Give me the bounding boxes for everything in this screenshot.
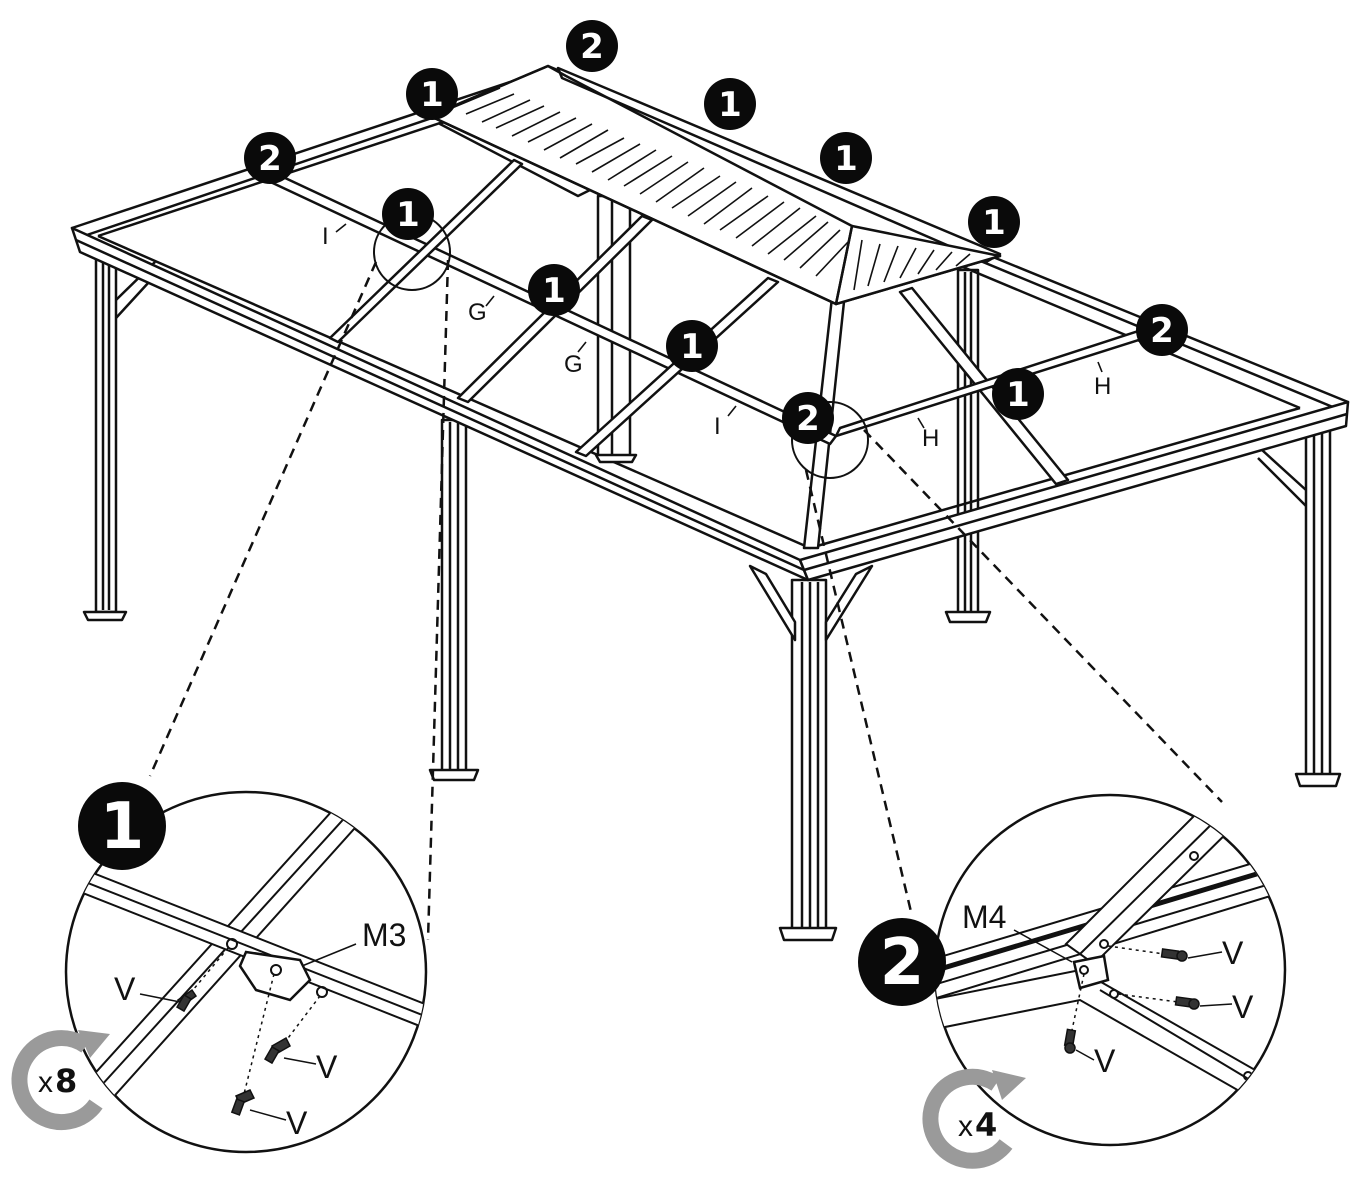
svg-text:1: 1 [982, 203, 1006, 243]
detail-1-zoom: M3 V V V 1 x8 [11, 782, 428, 1154]
screw-icon [1063, 948, 1200, 1054]
detail-marker-2 [791, 401, 869, 479]
detail-2-screw-label-a: V [1222, 935, 1244, 971]
svg-text:2: 2 [258, 139, 282, 179]
screw-icon [176, 988, 291, 1116]
svg-text:2: 2 [580, 27, 604, 67]
badge-1-top-c: 1 [968, 196, 1020, 248]
leader-lines [148, 259, 1223, 941]
detail-2-screw-label-c: V [1094, 1043, 1116, 1079]
svg-text:2: 2 [796, 399, 820, 439]
badge-1-top-b: 1 [820, 132, 872, 184]
svg-text:1: 1 [834, 139, 858, 179]
detail-2-screw-label-b: V [1232, 989, 1254, 1025]
detail-1-count: x8 [38, 1062, 77, 1100]
svg-text:1: 1 [718, 85, 742, 125]
post-back-right [944, 268, 992, 624]
detail-1-part-label: M3 [362, 917, 406, 953]
badge-1-top-left: 1 [406, 68, 458, 120]
badge-1-mid-b: 1 [666, 320, 718, 372]
svg-text:1: 1 [420, 75, 444, 115]
badge-1-mid-a: 1 [528, 264, 580, 316]
svg-text:2: 2 [880, 926, 925, 1000]
part-labels [335, 223, 1103, 429]
post-front-middle [428, 418, 480, 782]
roof-louvres [451, 87, 971, 291]
svg-text:1: 1 [542, 271, 566, 311]
badge-1-right: 1 [992, 368, 1044, 420]
detail-1-badge: 1 [78, 782, 166, 870]
label-h-1: H [922, 425, 939, 452]
label-g-2: G [564, 351, 583, 378]
rotate-arrow-icon [922, 1068, 1026, 1169]
badge-1-top-a: 1 [704, 78, 756, 130]
label-i-1: I [322, 223, 329, 250]
label-i-2: I [714, 413, 721, 440]
detail-2-zoom: M4 V V V 2 x4 [858, 793, 1287, 1169]
detail-1-screw-label-b: V [316, 1049, 338, 1085]
svg-text:1: 1 [396, 195, 420, 235]
svg-text:1: 1 [1006, 375, 1030, 415]
badge-2-left: 2 [244, 132, 296, 184]
badge-2-detail-b: 2 [782, 392, 834, 444]
detail-1-screw-label-a: V [114, 971, 136, 1007]
rotate-arrow-icon [11, 1030, 110, 1131]
badge-1-detail-a: 1 [382, 188, 434, 240]
post-front-corner [748, 564, 874, 942]
detail-2-part-label: M4 [962, 899, 1006, 935]
detail-1-screw-label-c: V [286, 1105, 308, 1141]
svg-text:1: 1 [100, 790, 145, 864]
post-front-right [1257, 426, 1342, 788]
badge-2-top: 2 [566, 20, 618, 72]
detail-2-badge: 2 [858, 918, 946, 1006]
svg-text:2: 2 [1150, 311, 1174, 351]
label-h-2: H [1094, 373, 1111, 400]
badge-2-right: 2 [1136, 304, 1188, 356]
label-g-1: G [468, 299, 487, 326]
post-back-left [82, 250, 161, 622]
roof-panel [428, 64, 1002, 306]
badges: 2 1 1 1 1 2 1 1 1 2 1 2 [244, 20, 1188, 444]
svg-text:1: 1 [680, 327, 704, 367]
detail-2-count: x4 [958, 1106, 997, 1144]
